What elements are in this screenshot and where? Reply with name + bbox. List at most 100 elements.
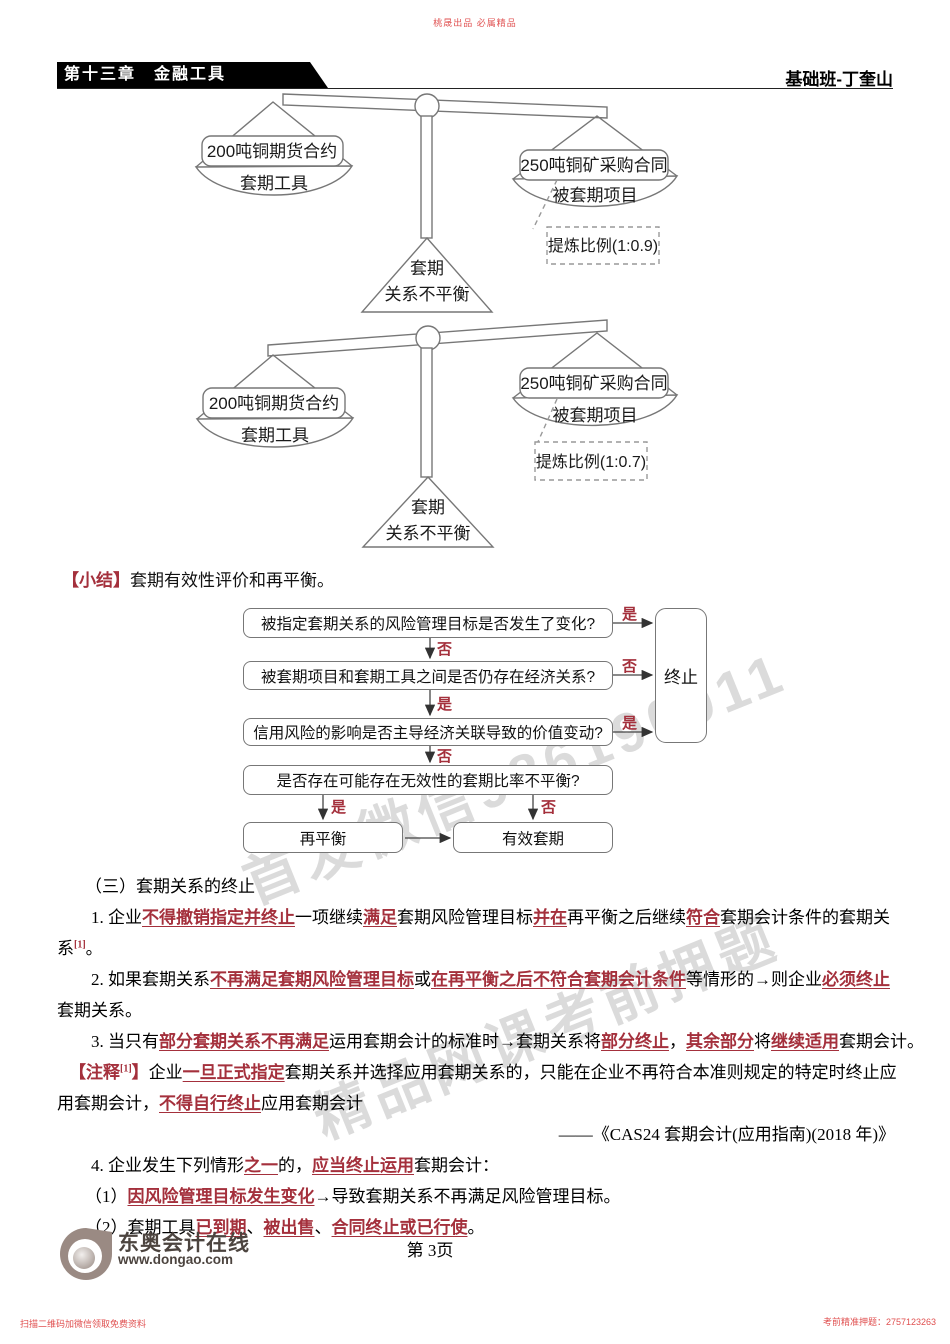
header-rule <box>57 88 893 89</box>
branch-label-yes: 是 <box>622 715 638 732</box>
text-segment: 满足 <box>363 908 397 927</box>
balance-scale-diagram-1: 200吨铜期货合约 套期工具 250吨铜矿采购合同 被套期项目 提炼比例(1:0… <box>194 93 679 313</box>
left-pan-label-box <box>201 135 344 167</box>
text-segment: 并在 <box>533 908 567 927</box>
watermark-bottom-right: 考前精准押题：2757123263 <box>822 1317 936 1327</box>
text-segment: 一项继续 <box>295 908 363 927</box>
balance-scale-diagram-2: 200吨铜期货合约 套期工具 250吨铜矿采购合同 被套期项目 提炼比例(1:0… <box>195 319 679 548</box>
text-segment: 因风险管理目标发生变化 <box>127 1187 315 1206</box>
scale-pivot <box>415 325 441 351</box>
text-segment: 不得自行终止 <box>159 1094 261 1113</box>
text-segment: 系 <box>57 939 74 958</box>
text-segment: （1） <box>85 1187 128 1206</box>
text-segment: 的， <box>278 1156 312 1175</box>
text-segment: 或 <box>414 970 431 989</box>
left-pan-bowl <box>195 417 355 448</box>
scale-post <box>420 115 433 239</box>
text-segment: 不再满足套期风险管理目标 <box>210 970 414 989</box>
text-segment: 合同终止或已行使 <box>331 1218 468 1237</box>
text-segment: 等情形的→则企业 <box>686 970 822 989</box>
body-line: 用套期会计，不得自行终止应用套期会计 <box>57 1088 895 1119</box>
ratio-callout-box <box>534 441 648 481</box>
result-line-2: 关系不平衡 <box>385 285 470 304</box>
text-segment: 、 <box>314 1218 332 1237</box>
text-segment: 部分终止 <box>601 1032 669 1051</box>
branch-label-no: 否 <box>437 748 453 765</box>
text-segment: 已到期 <box>195 1218 247 1237</box>
ratio-callout-box <box>546 226 660 265</box>
left-pan-label-box <box>202 387 346 419</box>
right-pan-label-box <box>519 149 669 181</box>
text-segment: 套期会计条件的套期关 <box>720 908 890 927</box>
text-segment: 3. 当只有 <box>91 1032 159 1051</box>
course-instructor-label: 基础班-丁奎山 <box>785 70 893 89</box>
scale-pivot <box>414 93 440 119</box>
body-line: 2. 如果套期关系不再满足套期风险管理目标或在再平衡之后不符合套期会计条件等情形… <box>57 964 895 995</box>
text-segment: 在再平衡之后不符合套期会计条件 <box>431 970 686 989</box>
text-segment: 用套期会计， <box>57 1094 159 1113</box>
text-segment: ， <box>669 1032 686 1051</box>
text-segment: 继续适用 <box>771 1032 839 1051</box>
text-segment: 应用套期会计 <box>261 1094 363 1113</box>
ratio-callout-line <box>532 179 558 230</box>
flow-question-4: 是否存在可能存在无效性的套期比率不平衡? <box>243 765 613 795</box>
text-segment: [1] <box>120 1063 132 1075</box>
body-line: 3. 当只有部分套期关系不再满足运用套期会计的标准时→套期关系将部分终止，其余部… <box>57 1026 924 1057</box>
refining-ratio-label: 提炼比例(1:0.9) <box>548 237 658 255</box>
hedging-instrument-role: 套期工具 <box>240 174 308 193</box>
flowchart-arrows <box>317 617 654 844</box>
body-line: 系[1]。 <box>57 933 895 964</box>
text-segment: [1] <box>74 939 86 951</box>
text-segment: 】 <box>131 1063 149 1082</box>
text-segment: 之一 <box>244 1156 278 1175</box>
flow-rebalance-box: 再平衡 <box>243 822 403 853</box>
text-segment: 运用套期会计的标准时→套期关系将 <box>329 1032 601 1051</box>
scale-post <box>420 347 433 478</box>
body-line: （1）因风险管理目标发生变化→导致套期关系不再满足风险管理目标。 <box>57 1181 895 1212</box>
text-segment: （2）套期工具 <box>85 1218 196 1237</box>
text-segment: ——《CAS24 套期会计(应用指南)(2018 年)》 <box>558 1125 895 1144</box>
scale-result-triangle <box>361 475 495 548</box>
right-pan-bowl <box>511 394 679 427</box>
text-segment: 套期关系。 <box>57 1001 142 1020</box>
scale-result-triangle <box>360 236 494 313</box>
text-segment: 。 <box>85 939 103 958</box>
text-segment: 【小结】 <box>62 571 130 590</box>
text-segment: 将 <box>754 1032 771 1051</box>
hedging-instrument-item: 200吨铜期货合约 <box>209 394 339 413</box>
hedged-item: 250吨铜矿采购合同 <box>520 374 667 393</box>
body-line: 1. 企业不得撤销指定并终止一项继续满足套期风险管理目标并在再平衡之后继续符合套… <box>57 902 895 933</box>
footer-brand: 东奥会计在线 <box>118 1232 250 1255</box>
text-segment: 套期关系并选择应用套期关系的，只能在企业不再符合本准则规定的特定时终止应 <box>284 1063 897 1082</box>
text-segment: 再平衡之后继续 <box>567 908 686 927</box>
branch-label-no: 否 <box>437 641 453 658</box>
text-segment: 部分套期关系不再满足 <box>159 1032 329 1051</box>
text-segment: 一旦正式指定 <box>182 1063 285 1082</box>
summary-line: 【小结】套期有效性评价和再平衡。 <box>62 566 334 591</box>
branch-label-no: 否 <box>541 799 557 816</box>
flow-question-2: 被套期项目和套期工具之间是否仍存在经济关系? <box>243 661 613 690</box>
flow-terminate-box: 终止 <box>655 608 707 743</box>
result-line-2: 关系不平衡 <box>386 524 471 543</box>
text-segment: 应当终止运用 <box>312 1156 414 1175</box>
refining-ratio-label: 提炼比例(1:0.7) <box>536 453 646 471</box>
body-line: 4. 企业发生下列情形之一的，应当终止运用套期会计： <box>57 1150 895 1181</box>
result-line-1: 套期 <box>410 259 444 278</box>
body-line: （2）套期工具已到期、被出售、合同终止或已行使。 <box>57 1212 895 1243</box>
text-segment: 、 <box>246 1218 264 1237</box>
hedged-item: 250吨铜矿采购合同 <box>520 156 667 175</box>
text-segment: 。 <box>467 1218 485 1237</box>
result-line-1: 套期 <box>411 498 445 517</box>
text-segment: 【注释 <box>69 1063 120 1082</box>
text-segment: →导致套期关系不再满足风险管理目标。 <box>314 1187 621 1206</box>
right-pan-label-box <box>519 367 669 399</box>
text-segment: 套期会计。 <box>839 1032 924 1051</box>
flow-question-1: 被指定套期关系的风险管理目标是否发生了变化? <box>243 608 613 638</box>
text-segment: 2. 如果套期关系 <box>91 970 210 989</box>
chapter-title-bar: 第十三章 金融工具 <box>57 62 328 88</box>
hedging-instrument-role: 套期工具 <box>241 426 309 445</box>
body-line: 【注释[1]】企业一旦正式指定套期关系并选择应用套期关系的，只能在企业不再符合本… <box>57 1057 897 1088</box>
body-line: 套期关系。 <box>57 995 895 1026</box>
